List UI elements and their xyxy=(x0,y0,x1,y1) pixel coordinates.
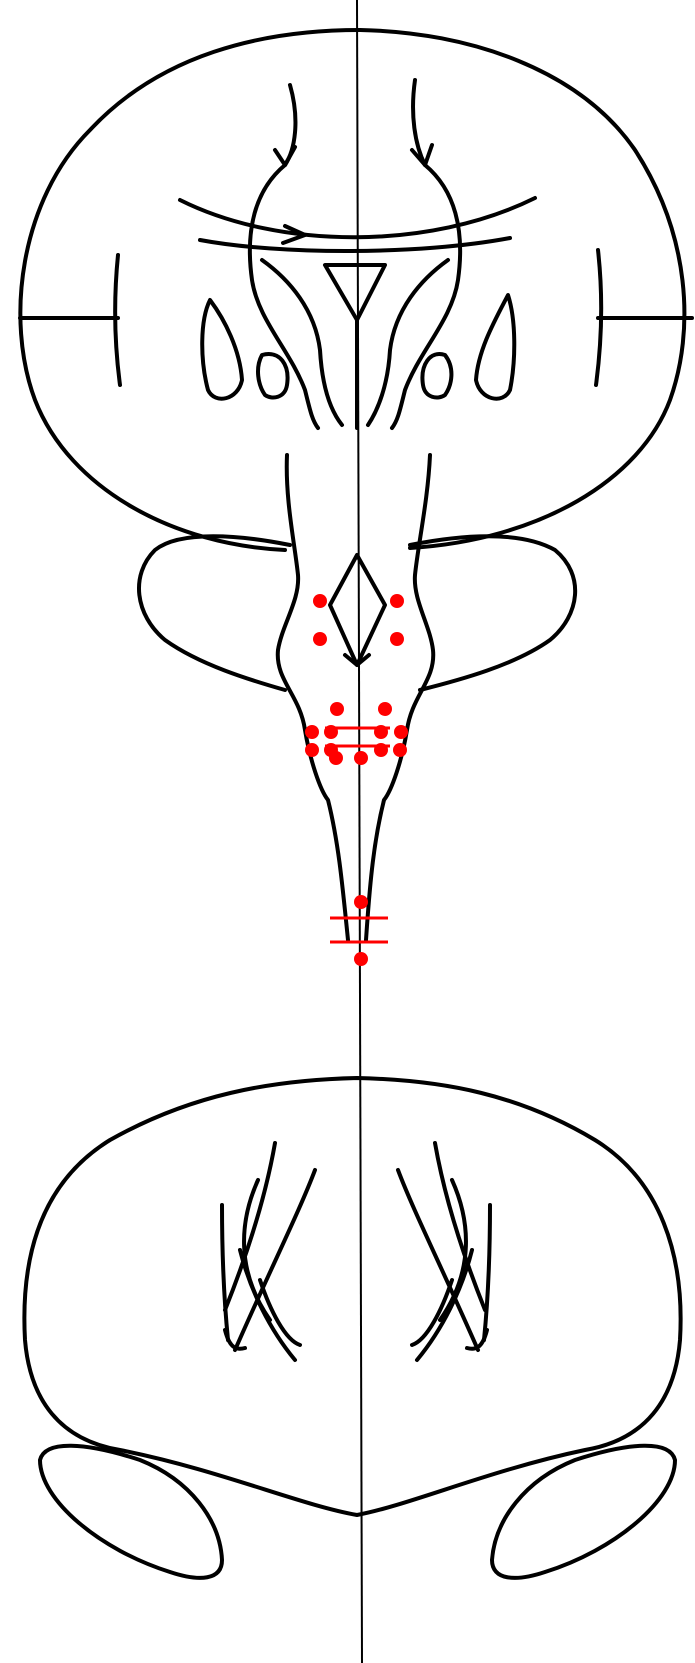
right-fiber-4 xyxy=(484,1205,490,1340)
left-inner-ventricle xyxy=(258,354,288,397)
right-inner-pathway xyxy=(368,260,448,425)
marker-dot xyxy=(330,702,344,716)
marker-dot xyxy=(354,952,368,966)
marker-dot xyxy=(390,632,404,646)
marker-dot xyxy=(329,751,343,765)
dorsal-view xyxy=(20,30,692,940)
left-cerebellar-lobe xyxy=(139,536,290,690)
marker-dot xyxy=(378,702,392,716)
marker-dot xyxy=(393,743,407,757)
right-cerebellar-lobe xyxy=(410,536,575,690)
cerebrum-outline xyxy=(20,30,684,550)
central-triangle xyxy=(325,265,385,320)
marker-dot xyxy=(354,751,368,765)
left-ventral-lobe xyxy=(40,1446,222,1578)
left-arrowhead-icon xyxy=(275,147,295,165)
marker-dot xyxy=(313,632,327,646)
marker-dot xyxy=(390,594,404,608)
obex-notch xyxy=(345,655,369,665)
left-outer-ventricle xyxy=(202,300,242,399)
marker-dot xyxy=(305,743,319,757)
right-outer-ventricle xyxy=(476,295,514,399)
transverse-view xyxy=(24,1078,680,1578)
marker-dot xyxy=(394,725,408,739)
left-fiber-4 xyxy=(222,1205,228,1340)
fourth-ventricle-diamond xyxy=(330,555,385,665)
right-inner-ventricle xyxy=(422,354,451,397)
section-outline xyxy=(24,1078,680,1515)
lower-arc-tract xyxy=(200,238,510,251)
left-inner-pathway xyxy=(262,260,342,425)
marker-dot xyxy=(313,594,327,608)
marker-dot xyxy=(354,895,368,909)
marker-group-lower-brainstem xyxy=(305,702,408,765)
brainstem-right-edge xyxy=(366,455,433,940)
marker-dot xyxy=(305,725,319,739)
brainstem-left-edge xyxy=(278,455,348,940)
